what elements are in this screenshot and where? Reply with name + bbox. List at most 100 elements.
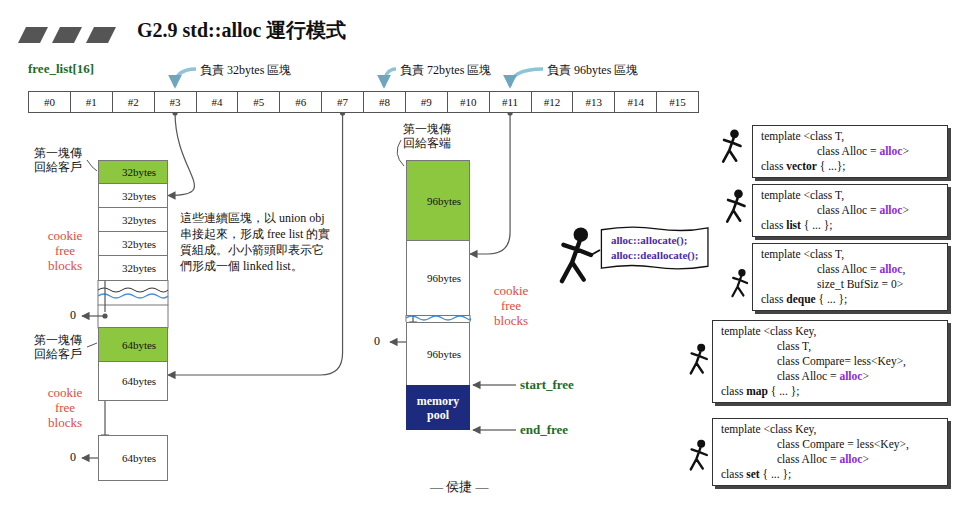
class-name: deque	[786, 293, 815, 305]
code-line: class Alloc = alloc>	[721, 369, 939, 384]
callout-text: 負責 72bytes 區塊	[400, 62, 491, 79]
pointer-arrow	[473, 384, 516, 385]
stick-figure	[691, 440, 707, 470]
node-text: #10	[460, 96, 477, 108]
node-text: 64bytes	[122, 452, 156, 464]
code-line: class Alloc = alloc>	[721, 452, 939, 467]
code-line: class Compare = less<Key>,	[721, 437, 939, 452]
code-line: class map { ... };	[721, 384, 939, 399]
code-box: template <class Key,class Compare = less…	[712, 418, 948, 486]
call-text: alloc::allocate();	[611, 233, 698, 248]
node-text: #12	[544, 96, 561, 108]
node-text: 32bytes	[122, 262, 156, 274]
node-text: #3	[170, 96, 181, 108]
leader-line	[397, 140, 404, 166]
node-text: 96bytes	[427, 348, 461, 360]
code-line: template <class T,	[761, 129, 939, 144]
speech-bubble: alloc::allocate();alloc::deallocate();	[598, 224, 711, 272]
node-text: #9	[421, 96, 432, 108]
null-link	[82, 315, 105, 316]
keyword: alloc	[879, 204, 902, 216]
array-cell: #4	[196, 91, 239, 113]
memory-pool: memory pool	[406, 385, 470, 430]
array-cell: #5	[237, 91, 280, 113]
stick-figure	[732, 269, 747, 296]
connector	[168, 110, 345, 375]
keyword: alloc	[839, 453, 862, 465]
code-line: template <class T,	[761, 188, 939, 203]
array-cell: #10	[447, 91, 490, 113]
memory-block: 64bytes	[98, 327, 168, 362]
leader-line	[87, 160, 97, 171]
connector-line	[168, 113, 343, 375]
leader-lines	[87, 140, 600, 347]
code-line: class set { ... };	[721, 467, 939, 482]
node-text: 32bytes	[122, 166, 156, 178]
node-text: #11	[502, 96, 518, 108]
node-text: 64bytes	[122, 339, 156, 351]
author-credit: — 侯捷 —	[430, 478, 489, 496]
note-text: 第一塊傳 回給客戶	[34, 146, 86, 174]
memory-block: 32bytes	[98, 183, 168, 208]
code-line: template <class Key,	[721, 422, 939, 437]
array-name: free_list[16]	[28, 61, 94, 77]
memory-block: 64bytes	[98, 361, 168, 401]
callout-arrow	[510, 69, 543, 86]
break-wave	[98, 294, 168, 298]
array-cell: #9	[405, 91, 448, 113]
callout-text: 負責 32bytes 區塊	[200, 62, 291, 79]
diagram-title: G2.9 std::alloc 運行模式	[137, 17, 346, 44]
title-bars	[18, 27, 116, 43]
memory-block	[98, 305, 168, 328]
node-text: 96bytes	[427, 272, 461, 284]
array-cell: #7	[321, 91, 364, 113]
array-cell: #8	[363, 91, 406, 113]
callout-text: 負責 96bytes 區塊	[547, 62, 638, 79]
node-text: memory pool	[411, 394, 465, 422]
array-cell: #6	[279, 91, 322, 113]
break-wave	[406, 316, 471, 320]
memory-block: 32bytes	[98, 255, 168, 281]
block-label: cookie free blocks	[38, 385, 92, 430]
array-cell: #3	[154, 91, 197, 113]
node-text: #5	[253, 96, 264, 108]
code-line: class Compare= less<Key>,	[721, 354, 939, 369]
array-cell: #12	[531, 91, 574, 113]
memory-block: 96bytes	[406, 240, 470, 316]
memory-block: 32bytes	[98, 160, 168, 184]
array-cell: #11	[489, 91, 532, 113]
code-line: class Alloc = alloc>	[761, 203, 939, 218]
node-text: 32bytes	[122, 238, 156, 250]
class-name: set	[746, 468, 759, 480]
stick-figure	[562, 227, 591, 281]
array-cell: #14	[614, 91, 657, 113]
code-line: class Alloc = alloc>	[761, 144, 939, 159]
code-line: class deque { ... };	[761, 292, 939, 307]
call-text: alloc::deallocate();	[611, 248, 698, 263]
code-box: template <class T,class Alloc = alloc>cl…	[752, 125, 948, 178]
node-text: 32bytes	[122, 190, 156, 202]
node-text: #0	[44, 96, 55, 108]
node-text: 64bytes	[122, 375, 156, 387]
callout-arrow	[384, 69, 396, 86]
code-line: class Alloc = alloc,	[761, 262, 939, 277]
pointer-name: start_free	[520, 377, 574, 393]
title-bar	[86, 27, 116, 43]
class-name: list	[786, 219, 801, 231]
null-value: 0	[374, 334, 380, 349]
memory-block: 32bytes	[98, 231, 168, 256]
title-bar	[18, 27, 48, 43]
keyword: alloc	[839, 370, 862, 382]
bubble-shape	[601, 227, 708, 269]
memory-block: 96bytes	[406, 322, 470, 386]
block-label: cookie free blocks	[38, 228, 92, 273]
array-cell: #13	[572, 91, 615, 113]
code-box: template <class T,class Alloc = alloc>cl…	[752, 184, 948, 237]
middle-break	[390, 315, 516, 430]
null-value: 0	[70, 450, 76, 465]
node-text: 32bytes	[122, 214, 156, 226]
keyword: alloc	[879, 145, 902, 157]
node-text: #8	[379, 96, 390, 108]
note-text: 第一塊傳 回給客戶	[34, 333, 86, 361]
array-cell: #15	[656, 91, 699, 113]
